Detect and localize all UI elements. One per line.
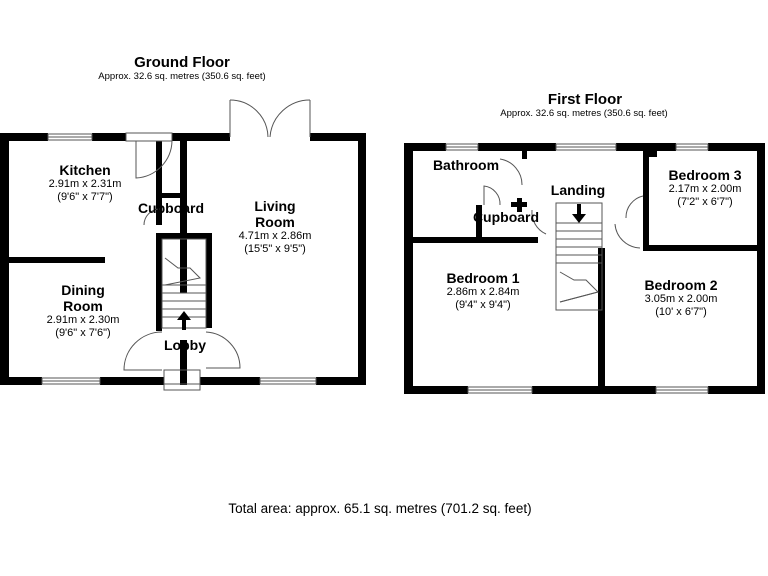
room-name: Kitchen [59,162,111,178]
gf-wall [316,377,366,385]
room-lobby: Lobby [164,337,206,353]
gf-wall [206,233,212,328]
room-bathroom: Bathroom [432,157,500,173]
ff-wall [757,143,765,394]
room-dimensions-imperial: (9'6" x 7'7") [57,190,113,203]
ff-door-swing [531,209,547,235]
ff-wall [708,386,765,394]
first-floor-walls [404,143,765,394]
room-kitchen: Kitchen 2.91m x 2.31m (9'6" x 7'7") [20,162,150,203]
ff-wall [404,386,468,394]
gf-door-swing [143,208,161,226]
ff-stair-tread [559,291,599,303]
room-dining: Dining Room 2.91m x 2.30m (9'6" x 7'6") [18,282,148,339]
ff-door-swing [625,195,644,219]
room-cupboard-first: Cupboard [472,209,540,225]
ff-door-swing [483,185,501,206]
gf-door-swing [123,331,163,371]
gf-wall [100,377,164,385]
gf-front-door [163,369,201,391]
gf-wall [200,377,260,385]
room-name: Room [255,214,295,231]
gf-door-swing [205,331,241,369]
ff-door-swing [614,223,641,249]
gf-wall [162,193,180,198]
room-name: Bedroom 3 [668,167,742,183]
room-cupboard-ground: Cupboard [137,200,205,216]
gf-door-swing [229,99,269,138]
ff-wall [413,237,538,243]
gf-wall [9,257,105,263]
room-name: Dining [61,282,105,298]
room-dimensions-metric: 2.91m x 2.30m [46,314,120,327]
gf-wall [0,133,48,141]
gf-door-swing [135,140,173,179]
ff-door-swing [499,158,523,186]
ff-wall [511,202,527,207]
ff-stairs [555,202,603,311]
room-name: Bedroom 2 [644,277,718,293]
ff-wall [532,386,656,394]
room-dimensions-metric: 3.05m x 2.00m [644,293,718,306]
ground-floor-walls [0,133,366,385]
room-name: Living [254,198,296,214]
ff-wall [478,143,556,151]
room-dimensions-imperial: (10' x 6'7") [655,305,707,318]
ff-wall [522,151,527,159]
gf-stair-arrow [177,311,191,330]
ff-wall [404,143,446,151]
room-dimensions-metric: 2.91m x 2.31m [48,178,122,191]
room-dimensions-imperial: (9'4" x 9'4") [455,298,511,311]
gf-wall [92,133,126,141]
gf-wall [156,233,212,239]
room-dimensions-imperial: (9'6" x 7'6") [55,326,111,339]
gf-wall [180,133,187,293]
ff-wall [476,205,482,243]
gf-wall [172,133,230,141]
gf-wall [358,133,366,385]
gf-wall [0,377,42,385]
room-dimensions-imperial: (7'2" x 6'7") [677,195,733,208]
room-dimensions-imperial: (15'5" x 9'5") [244,242,306,255]
gf-stair-tread [164,257,202,286]
gf-wall [156,233,162,331]
gf-wall [156,141,162,225]
ff-wall [708,143,765,151]
ff-wall [404,143,413,394]
ff-stair-arrow [572,204,586,223]
room-bedroom-1: Bedroom 1 2.86m x 2.84m (9'4" x 9'4") [418,270,548,311]
room-living: Living Room 4.71m x 2.86m (15'5" x 9'5") [210,198,340,255]
room-dimensions-metric: 2.17m x 2.00m [668,183,742,196]
room-bedroom-3: Bedroom 3 2.17m x 2.00m (7'2" x 6'7") [646,167,764,208]
gf-door-swing [269,99,311,138]
gf-wall [0,133,9,385]
ff-wall [616,143,676,151]
room-bedroom-2: Bedroom 2 3.05m x 2.00m (10' x 6'7") [616,277,746,318]
ff-wall [643,245,757,251]
ground-floor-fixtures [41,99,317,391]
first-floor-fixtures [445,143,709,394]
gf-door-frame [125,132,173,142]
ff-wall [643,151,649,251]
ground-floor-area: Approx. 32.6 sq. metres (350.6 sq. feet) [98,71,266,82]
total-area: Total area: approx. 65.1 sq. metres (701… [228,501,532,516]
gf-wall [180,340,187,385]
room-dimensions-metric: 4.71m x 2.86m [238,230,312,243]
first-floor-title: First Floor [547,91,623,108]
gf-wall [310,133,366,141]
ground-floor-title: Ground Floor [134,54,230,71]
room-landing: Landing [550,182,606,198]
first-floor-area: Approx. 32.6 sq. metres (350.6 sq. feet) [500,108,668,119]
room-dimensions-metric: 2.86m x 2.84m [446,286,520,299]
ff-wall [598,248,605,394]
ff-wall [649,151,657,157]
room-name: Bedroom 1 [446,270,520,286]
room-name: Room [63,298,103,315]
